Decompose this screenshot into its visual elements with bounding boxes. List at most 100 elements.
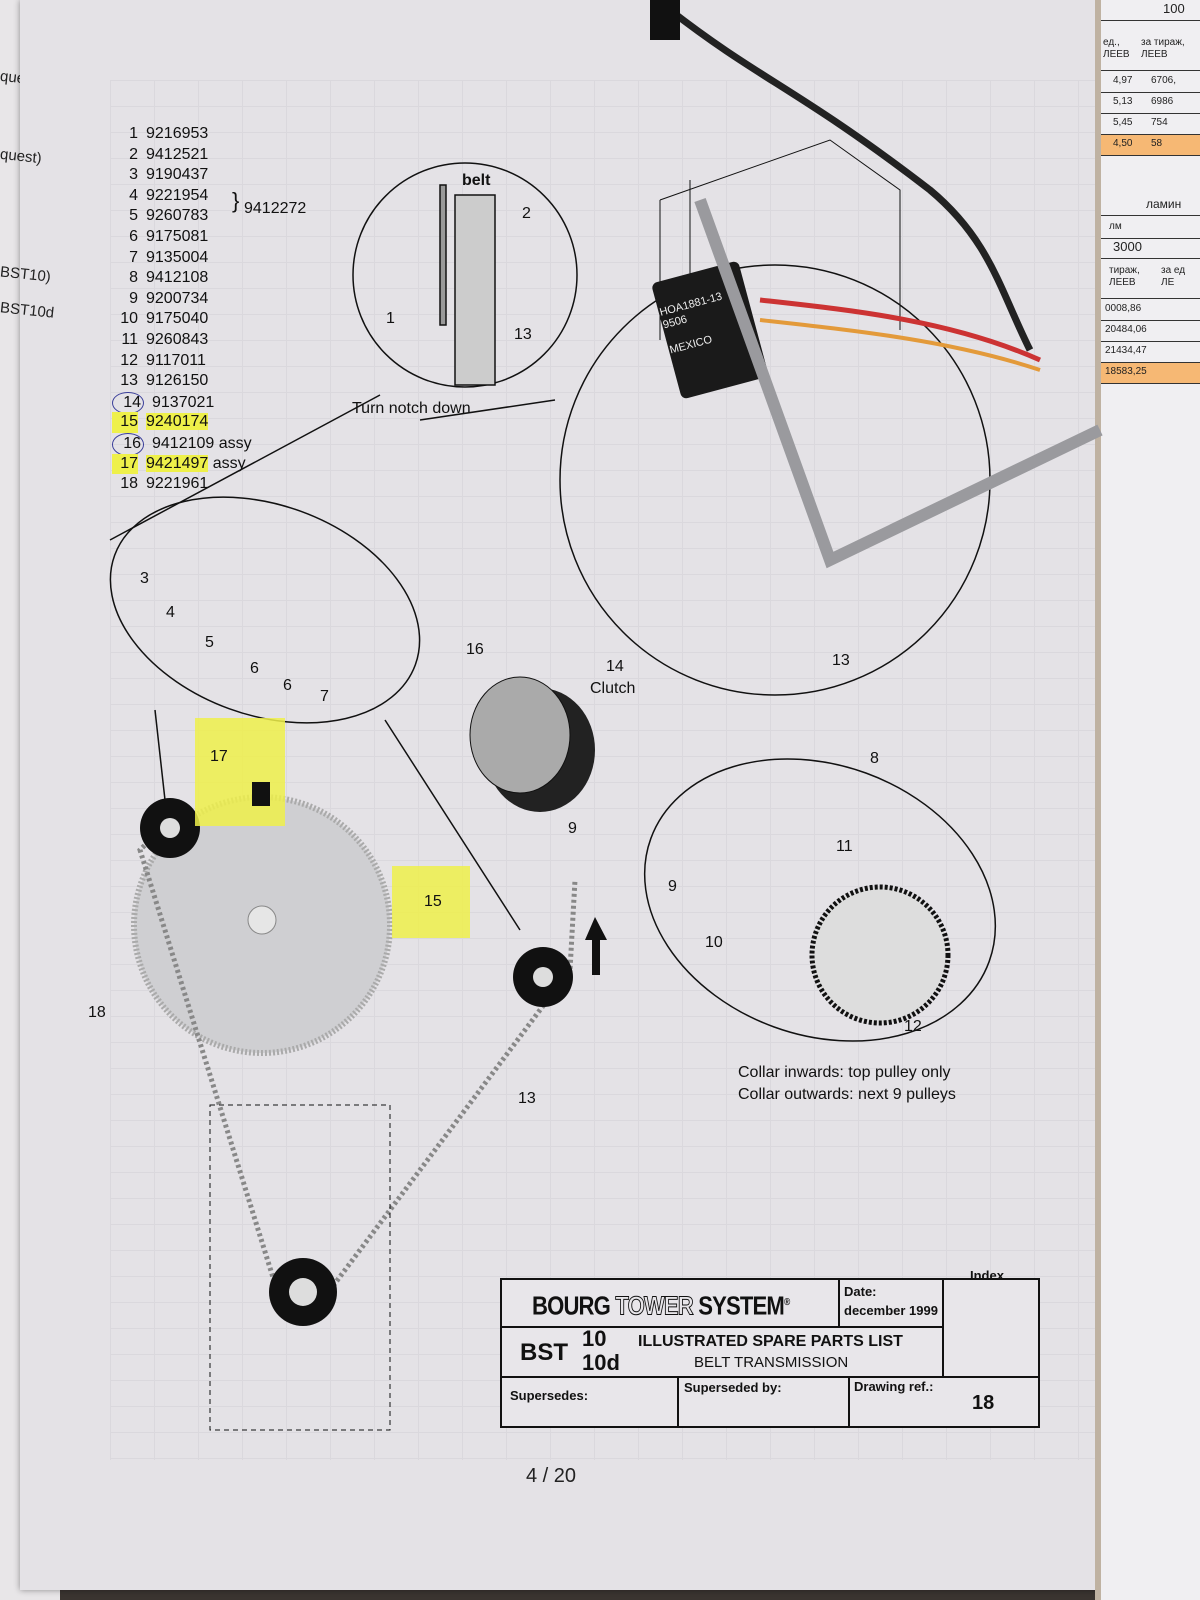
pulley-detail-ellipse — [643, 758, 997, 1042]
part-number: 9190437 — [146, 166, 209, 184]
group-part-number: 9412272 — [244, 200, 307, 217]
part-number: 9260783 — [146, 207, 209, 225]
item-number: 5 — [129, 207, 138, 225]
ss-row: 20484,06 — [1101, 321, 1200, 342]
supersedes-label: Supersedes: — [510, 1388, 589, 1403]
item-number: 17 — [112, 453, 138, 475]
item-number: 11 — [121, 330, 138, 348]
part-suffix: assy — [212, 454, 246, 472]
cable — [667, 7, 1034, 352]
label-18: 18 — [88, 1004, 106, 1021]
item-number: 1 — [129, 125, 138, 142]
leader-line — [384, 719, 521, 931]
ss-cell: 754 — [1151, 117, 1168, 128]
ss-cell: 18583,25 — [1105, 366, 1147, 377]
model-b: 10d — [582, 1350, 620, 1375]
label-15: 15 — [424, 893, 442, 910]
ss-cell: 21434,47 — [1105, 345, 1147, 356]
part-number: 9135004 — [146, 248, 209, 266]
ss-cell: 4,50 — [1113, 138, 1133, 149]
leader-line — [109, 394, 381, 541]
ss-cell: 5,45 — [1113, 117, 1133, 128]
label-4: 4 — [166, 604, 175, 621]
item-number: 10 — [120, 310, 138, 328]
part-17-key — [252, 782, 270, 806]
part-number: 9175081 — [146, 227, 209, 245]
label-9: 9 — [568, 820, 577, 837]
item-number: 6 — [129, 227, 138, 245]
label-10: 10 — [705, 934, 723, 951]
title-block: BOURG TOWER SYSTEM® Date: december 1999 … — [500, 1268, 1040, 1428]
label-6: 6 — [283, 677, 292, 694]
wire-red — [759, 297, 1042, 363]
ss-cell: 58 — [1151, 138, 1163, 149]
highlight-17 — [195, 718, 285, 826]
ss-row: 0008,86 — [1101, 300, 1200, 321]
ss-cell: 100 — [1163, 1, 1185, 16]
highlight-15 — [392, 866, 470, 938]
ss-cell: ед.,ЛЕЕВ — [1103, 37, 1130, 60]
pulley-hub — [247, 905, 277, 935]
note-collar-inwards: Collar inwards: top pulley only — [738, 1064, 951, 1081]
hardware-detail-ellipse — [109, 496, 421, 724]
label-9: 9 — [668, 878, 677, 895]
drawing-ref-label: Drawing ref.: — [854, 1379, 934, 1394]
part-number: 9221961 — [146, 475, 209, 493]
label-6: 6 — [250, 660, 259, 677]
label-turn-notch: Turn notch down — [352, 400, 471, 417]
ss-row: 5,45 754 — [1101, 114, 1200, 135]
model-prefix: BST — [520, 1339, 568, 1366]
ss-row: 5,13 6986 — [1101, 93, 1200, 114]
parts-list-item: 6 9175081 — [112, 227, 252, 248]
superseded-by-label: Superseded by: — [684, 1380, 782, 1395]
part-number: 9137021 — [152, 393, 215, 411]
parts-list-item: 7 9135004 — [112, 248, 252, 269]
label-16: 16 — [466, 641, 484, 658]
arrow-up-icon — [585, 917, 607, 975]
ss-cell: 6706, — [1151, 75, 1177, 86]
item-number: 4 — [129, 186, 138, 204]
ss-row: 21434,47 — [1101, 342, 1200, 363]
gear-11 — [809, 884, 951, 1026]
label-14: 14 — [606, 658, 624, 675]
timing-belt — [137, 818, 578, 1303]
ss-cell: 6986 — [1151, 96, 1174, 107]
ss-cell: ламин — [1146, 197, 1182, 211]
brand-logo: BOURG TOWER SYSTEM® — [532, 1290, 790, 1321]
item-number: 3 — [129, 166, 138, 184]
label-13: 13 — [514, 326, 532, 343]
ss-cell: тираж,ЛЕЕВ — [1109, 265, 1140, 288]
part-suffix: assy — [218, 434, 252, 452]
part-number: 9412109 — [152, 434, 215, 452]
date-label: Date: — [844, 1284, 877, 1299]
leader-line — [419, 399, 556, 421]
ss-cell: 5,13 — [1113, 96, 1133, 107]
label-13: 13 — [518, 1090, 536, 1107]
item-number: 15 — [112, 412, 138, 433]
label-12: 12 — [904, 1018, 922, 1035]
label-1: 1 — [386, 310, 395, 327]
label-3: 3 — [140, 570, 149, 587]
label-5: 5 — [205, 634, 214, 651]
doc-title: ILLUSTRATED SPARE PARTS LIST — [638, 1333, 903, 1350]
item-number: 12 — [120, 351, 138, 369]
doc-subtitle: BELT TRANSMISSION — [694, 1354, 849, 1371]
ss-row: 4,50 58 — [1101, 135, 1200, 156]
label-clutch: Clutch — [590, 680, 636, 697]
page-number: 4 / 20 — [526, 1465, 577, 1487]
item-number: 7 — [129, 248, 138, 266]
parts-list-item: 5 9260783 — [112, 206, 252, 227]
date-value: december 1999 — [844, 1303, 938, 1318]
connector — [650, 0, 680, 40]
